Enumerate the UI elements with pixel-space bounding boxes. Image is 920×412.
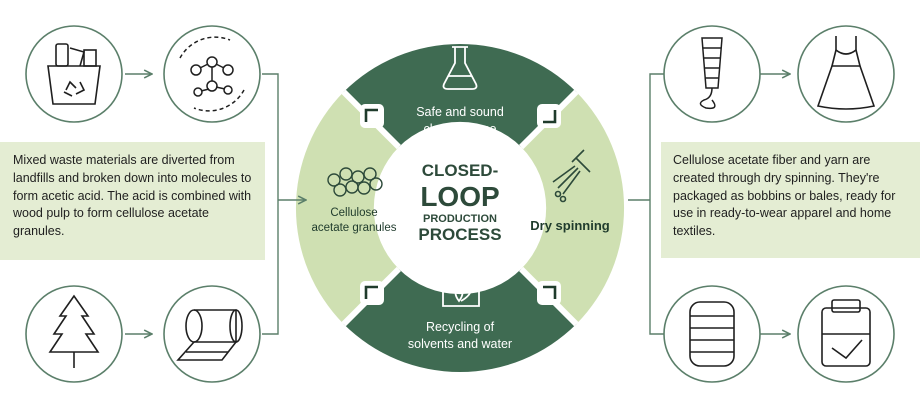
segment-bottom	[343, 269, 577, 373]
segment-left	[295, 91, 399, 325]
segment-bottom-label-2: solvents and water	[408, 337, 512, 351]
molecule-cycle-icon	[163, 25, 261, 123]
wheel: CLOSED- LOOP PRODUCTION PROCESS Safe and…	[295, 43, 625, 373]
flask-icon	[442, 46, 478, 90]
paper-roll-icon	[163, 285, 261, 383]
connectors	[125, 74, 790, 334]
recycle-bin-icon	[25, 25, 123, 123]
bale-icon	[663, 285, 761, 383]
bedding-icon	[797, 285, 895, 383]
segment-bottom-label-1: Recycling of	[426, 320, 495, 334]
right-description: Cellulose acetate fiber and yarn are cre…	[661, 142, 920, 258]
segment-top	[343, 43, 577, 147]
segment-left-label-1: Cellulose	[330, 207, 377, 219]
yarn-spool-icon	[663, 25, 761, 123]
dress-icon	[797, 25, 895, 123]
spinneret-icon	[552, 149, 591, 203]
corner-arrow-top-left	[360, 104, 384, 128]
corner-arrow-bottom-left	[360, 281, 384, 305]
corner-arrow-top-right	[537, 104, 561, 128]
tree-icon	[25, 285, 123, 383]
segment-top-label-1: Safe and sound	[416, 105, 504, 119]
center-title-line2: LOOP	[420, 181, 499, 212]
center-title: CLOSED- LOOP PRODUCTION PROCESS	[418, 161, 501, 244]
segment-right	[521, 91, 625, 325]
center-title-line3: PRODUCTION	[423, 213, 497, 225]
center-circle	[376, 124, 544, 292]
segment-left-label-2: acetate granules	[311, 222, 396, 234]
left-description: Mixed waste materials are diverted from …	[0, 142, 265, 260]
granules-icon	[327, 167, 383, 197]
segment-right-label: Dry spinning	[530, 218, 610, 233]
center-title-line4: PROCESS	[418, 225, 501, 244]
corner-arrow-bottom-right	[537, 281, 561, 305]
segment-top-label-2: chemical use	[424, 122, 497, 136]
factory-leaf-icon	[442, 260, 480, 307]
center-title-line1: CLOSED-	[422, 161, 499, 180]
